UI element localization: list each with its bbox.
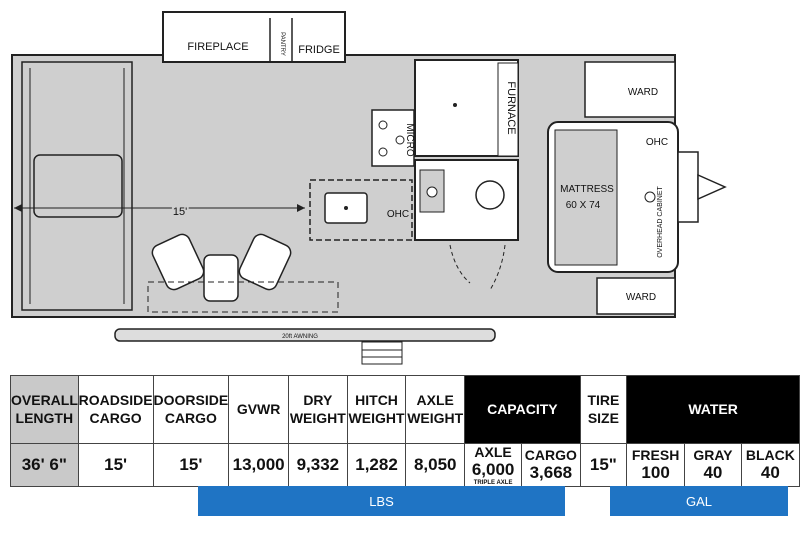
wardrobe-bottom	[596, 277, 676, 315]
floorplan-diagram: FIREPLACE PANTRY FRIDGE 15' OHC MICRO FU…	[11, 11, 727, 365]
hitch	[677, 151, 727, 223]
ohc-label: OHC	[646, 137, 668, 148]
water-gray: GRAY 40	[684, 443, 742, 487]
lbs-unit-bar: LBS	[198, 486, 565, 516]
overhead-cabinet-label: OVERHEAD CABINET	[657, 185, 664, 257]
ward-bottom-label: WARD	[626, 292, 656, 303]
water-fresh: FRESH 100	[626, 443, 686, 487]
hitch-weight-header: HITCH WEIGHT	[346, 375, 407, 444]
micro-label: MICRO	[404, 123, 415, 157]
water-header: WATER	[626, 375, 800, 444]
pantry-label: PANTRY	[279, 32, 285, 56]
roadside-cargo-header: ROADSIDE CARGO	[77, 375, 154, 444]
doorside-cargo-header: DOORSIDE CARGO	[152, 375, 230, 444]
stove	[371, 109, 415, 167]
gvwr-header: GVWR	[228, 375, 289, 444]
axle-weight-value: 8,050	[405, 443, 466, 487]
roadside-cargo-value: 15'	[77, 443, 154, 487]
capacity-header: CAPACITY	[464, 375, 581, 444]
hitch-weight-value: 1,282	[346, 443, 407, 487]
mattress-size-label: 60 X 74	[566, 200, 601, 211]
bath-sink	[419, 169, 445, 213]
fireplace-slide	[162, 11, 346, 63]
gvwr-value: 13,000	[228, 443, 289, 487]
fridge-label: FRIDGE	[298, 44, 340, 56]
furnace-label: FURNACE	[505, 81, 517, 134]
gal-unit-bar: GAL	[610, 486, 788, 516]
lounge-chairs	[151, 233, 292, 302]
capacity-cargo: CARGO 3,668	[521, 443, 581, 487]
doorside-cargo-value: 15'	[152, 443, 230, 487]
tire-size-header: TIRE SIZE	[579, 375, 628, 444]
spec-table: OVERALL LENGTH ROADSIDE CARGO DOORSIDE C…	[10, 375, 800, 487]
axle-weight-header: AXLE WEIGHT	[405, 375, 466, 444]
dimension-label: 15'	[173, 206, 187, 218]
awning	[114, 328, 496, 342]
ward-top-label: WARD	[628, 87, 658, 98]
wardrobe-top	[584, 61, 676, 118]
capacity-axle: AXLE 6,000 TRIPLE AXLE	[464, 443, 523, 487]
awning-label: 20ft AWNING	[282, 334, 318, 340]
overall-length-header: OVERALL LENGTH	[10, 375, 79, 444]
toilet	[475, 180, 505, 210]
tire-size-value: 15"	[579, 443, 628, 487]
mattress-label: MATTRESS	[560, 184, 614, 195]
ohc-kitchen-label: OHC	[387, 209, 409, 220]
dry-weight-header: DRY WEIGHT	[288, 375, 348, 444]
dry-weight-value: 9,332	[288, 443, 348, 487]
overall-length-value: 36' 6"	[10, 443, 79, 487]
water-black: BLACK 40	[740, 443, 800, 487]
fireplace-label: FIREPLACE	[187, 41, 248, 53]
